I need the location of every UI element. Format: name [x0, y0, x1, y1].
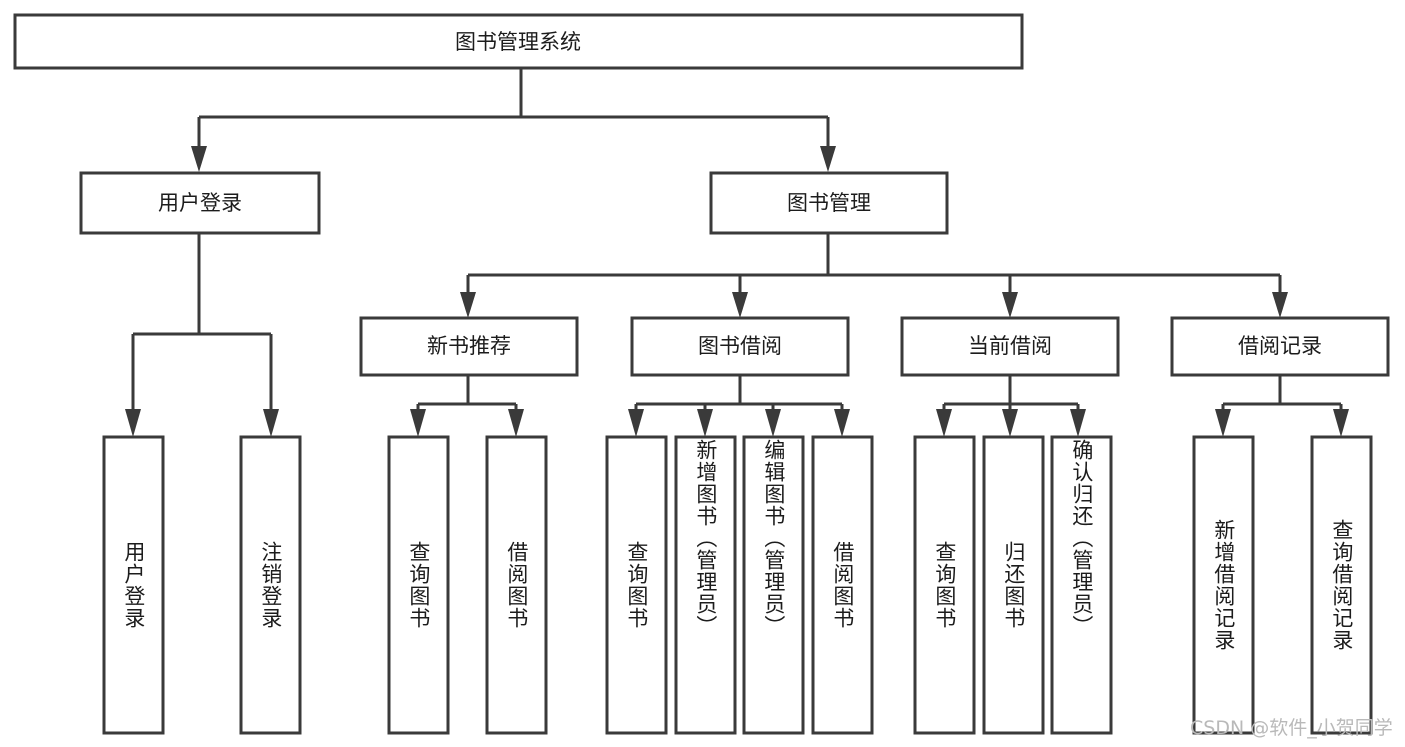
connector-group-book-manage — [460, 234, 1288, 318]
leaf-user-login-2-box[interactable] — [239, 435, 302, 735]
node-new-book-recommend-box[interactable] — [359, 316, 579, 377]
node-current-borrow[interactable]: 当前借阅 — [900, 316, 1120, 377]
node-user-login-label: 用户登录 — [158, 191, 242, 215]
connector-group-borrow-record — [1215, 376, 1349, 437]
arrow-head-user-login-leaf-1 — [125, 409, 141, 437]
arrow-head-nbr-leaf-1 — [410, 409, 426, 437]
arrow-head-user-login — [191, 146, 207, 172]
leaf-user-login-2-label: 注销登录 — [258, 541, 283, 629]
connector-group-book-borrow — [628, 376, 850, 437]
leaf-book-borrow-1[interactable]: 查询图书 — [605, 435, 668, 735]
node-book-borrow-box[interactable] — [630, 316, 850, 377]
arrow-head-bb-leaf-2 — [697, 409, 713, 437]
leaf-current-borrow-3-box[interactable] — [1050, 435, 1113, 735]
leaf-user-login-1[interactable]: 用户登录 — [102, 435, 165, 735]
leaf-borrow-record-1-box[interactable] — [1192, 435, 1255, 735]
connector-group-user-login — [125, 234, 279, 437]
leaf-book-borrow-4-label: 借阅图书 — [830, 541, 855, 629]
arrow-head-book-borrow — [732, 292, 748, 318]
leaf-current-borrow-2-label: 归还图书 — [1001, 541, 1026, 629]
leaf-borrow-record-2[interactable]: 查询借阅记录 — [1310, 435, 1373, 735]
leaf-new-book-recommend-2[interactable]: 借阅图书 — [485, 435, 548, 735]
leaf-new-book-recommend-2-box[interactable] — [485, 435, 548, 735]
leaf-current-borrow-2-box[interactable] — [982, 435, 1045, 735]
arrow-head-bb-leaf-1 — [628, 409, 644, 437]
node-new-book-recommend[interactable]: 新书推荐 — [359, 316, 579, 377]
leaf-borrow-record-1-label: 新增借阅记录 — [1211, 519, 1236, 651]
leaf-new-book-recommend-1-label: 查询图书 — [406, 541, 431, 629]
node-user-login-box[interactable] — [79, 171, 321, 235]
leaf-current-borrow-3[interactable]: 确认归还（管理员） — [1050, 435, 1113, 735]
node-book-manage-label: 图书管理 — [787, 191, 871, 215]
node-root-label: 图书管理系统 — [455, 30, 581, 54]
arrow-head-book-manage — [820, 146, 836, 172]
leaf-book-borrow-3[interactable]: 编辑图书（管理员） — [742, 435, 805, 735]
leaf-new-book-recommend-1-box[interactable] — [387, 435, 450, 735]
leaf-book-borrow-4-box[interactable] — [811, 435, 874, 735]
node-book-borrow[interactable]: 图书借阅 — [630, 316, 850, 377]
leaf-book-borrow-3-label: 编辑图书（管理员） — [761, 439, 786, 637]
leaf-current-borrow-2[interactable]: 归还图书 — [982, 435, 1045, 735]
node-book-manage-box[interactable] — [709, 171, 949, 235]
leaf-new-book-recommend-1[interactable]: 查询图书 — [387, 435, 450, 735]
leaf-book-borrow-2[interactable]: 新增图书（管理员） — [674, 435, 737, 735]
node-book-manage[interactable]: 图书管理 — [709, 171, 949, 235]
leaf-borrow-record-2-label: 查询借阅记录 — [1329, 519, 1354, 651]
node-root-box[interactable] — [13, 13, 1024, 70]
leaf-borrow-record-1[interactable]: 新增借阅记录 — [1192, 435, 1255, 735]
leaf-current-borrow-1-box[interactable] — [913, 435, 976, 735]
node-current-borrow-box[interactable] — [900, 316, 1120, 377]
node-borrow-record-label: 借阅记录 — [1238, 334, 1322, 358]
arrow-head-new-book-recommend — [460, 292, 476, 318]
leaf-new-book-recommend-2-label: 借阅图书 — [504, 541, 529, 629]
leaf-user-login-1-box[interactable] — [102, 435, 165, 735]
leaf-current-borrow-1-label: 查询图书 — [932, 541, 957, 629]
leaf-book-borrow-2-box[interactable] — [674, 435, 737, 735]
node-current-borrow-label: 当前借阅 — [968, 334, 1052, 358]
leaf-book-borrow-1-box[interactable] — [605, 435, 668, 735]
leaf-current-borrow-3-label: 确认归还（管理员） — [1069, 439, 1094, 637]
connector-group-new-book-recommend — [410, 376, 524, 437]
leaf-book-borrow-3-box[interactable] — [742, 435, 805, 735]
leaf-user-login-2[interactable]: 注销登录 — [239, 435, 302, 735]
connector-group-root — [191, 68, 836, 172]
node-borrow-record[interactable]: 借阅记录 — [1170, 316, 1390, 377]
arrow-head-cb-leaf-3 — [1070, 409, 1086, 437]
connector-group-current-borrow — [936, 376, 1086, 437]
node-borrow-record-box[interactable] — [1170, 316, 1390, 377]
node-new-book-recommend-label: 新书推荐 — [427, 334, 511, 358]
arrow-head-borrow-record — [1272, 292, 1288, 318]
leaf-current-borrow-1[interactable]: 查询图书 — [913, 435, 976, 735]
node-user-login[interactable]: 用户登录 — [79, 171, 321, 235]
arrow-head-user-login-leaf-2 — [263, 409, 279, 437]
arrow-head-bb-leaf-4 — [834, 409, 850, 437]
arrow-head-bb-leaf-3 — [765, 409, 781, 437]
leaf-book-borrow-4[interactable]: 借阅图书 — [811, 435, 874, 735]
arrow-head-br-leaf-1 — [1215, 409, 1231, 437]
node-root[interactable]: 图书管理系统 — [13, 13, 1024, 70]
arrow-head-current-borrow — [1002, 292, 1018, 318]
arrow-head-nbr-leaf-2 — [508, 409, 524, 437]
leaf-user-login-1-label: 用户登录 — [121, 541, 146, 629]
node-book-borrow-label: 图书借阅 — [698, 334, 782, 358]
leaf-book-borrow-2-label: 新增图书（管理员） — [693, 439, 718, 637]
arrow-head-cb-leaf-2 — [1002, 409, 1018, 437]
arrow-head-br-leaf-2 — [1333, 409, 1349, 437]
leaf-borrow-record-2-box[interactable] — [1310, 435, 1373, 735]
arrow-head-cb-leaf-1 — [936, 409, 952, 437]
leaf-book-borrow-1-label: 查询图书 — [624, 541, 649, 629]
